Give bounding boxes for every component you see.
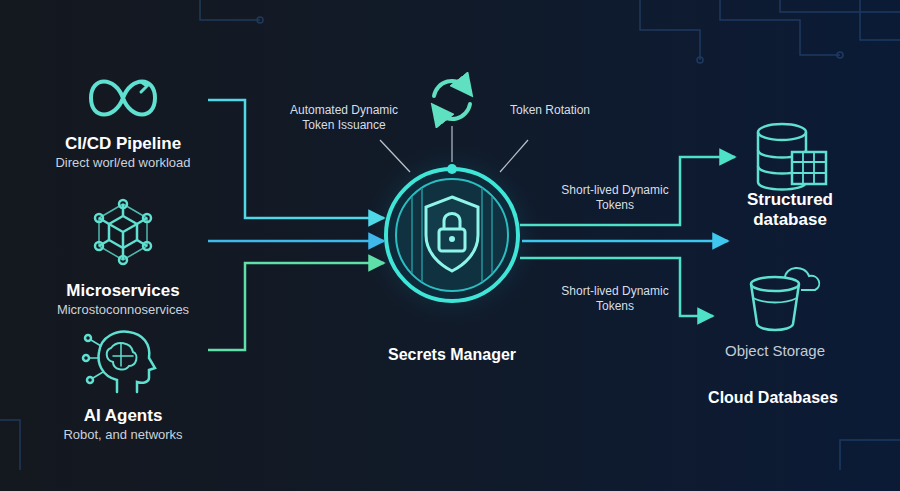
connector-arrow — [520, 258, 713, 316]
edge-label: Short-lived Dynamic Tokens — [560, 183, 670, 213]
database-node: Structured database — [735, 112, 845, 230]
node-title: CI/CD Pipeline — [38, 134, 208, 154]
network-cube-icon — [95, 200, 151, 264]
secrets-manager-circle: Secrets Manager — [384, 167, 520, 303]
vault-emblem — [357, 140, 547, 330]
circuit-lines — [0, 0, 900, 470]
node-title: AI Agents — [38, 406, 208, 426]
node-title: Object Storage — [713, 342, 837, 360]
rotation-icon — [434, 81, 470, 119]
infinity-icon — [91, 82, 155, 115]
node-subtitle: Robot, and networks — [38, 426, 208, 443]
node-subtitle: Microstoconnoservices — [38, 301, 208, 318]
bucket-icon — [751, 268, 819, 330]
node-subtitle: Direct worl/ed workload — [38, 154, 208, 171]
storage-node: Object Storage — [713, 266, 837, 360]
ai-head-icon — [83, 332, 155, 392]
edge-label: Short-lived Dynamic Tokens — [560, 284, 670, 314]
connector-arrow — [520, 157, 735, 225]
source-node: AI AgentsRobot, and networks — [38, 330, 208, 443]
source-node: CI/CD PipelineDirect worl/ed workload — [38, 62, 208, 171]
connector-arrow — [208, 100, 384, 218]
annotation: Token Rotation — [505, 103, 595, 118]
connector-arrow — [208, 263, 384, 350]
node-title: Microservices — [38, 281, 208, 301]
node-title: Secrets Manager — [344, 345, 560, 365]
node-title: Structured database — [735, 190, 845, 230]
token-flow-arrow — [522, 240, 728, 243]
connector-arrow — [208, 240, 384, 243]
database-icon — [758, 124, 826, 190]
group-label: Cloud Databases — [693, 388, 853, 408]
leader-lines — [380, 126, 528, 172]
source-node: MicroservicesMicrostoconnoservices — [38, 195, 208, 318]
annotation: Automated Dynamic Token Issuance — [282, 103, 406, 133]
